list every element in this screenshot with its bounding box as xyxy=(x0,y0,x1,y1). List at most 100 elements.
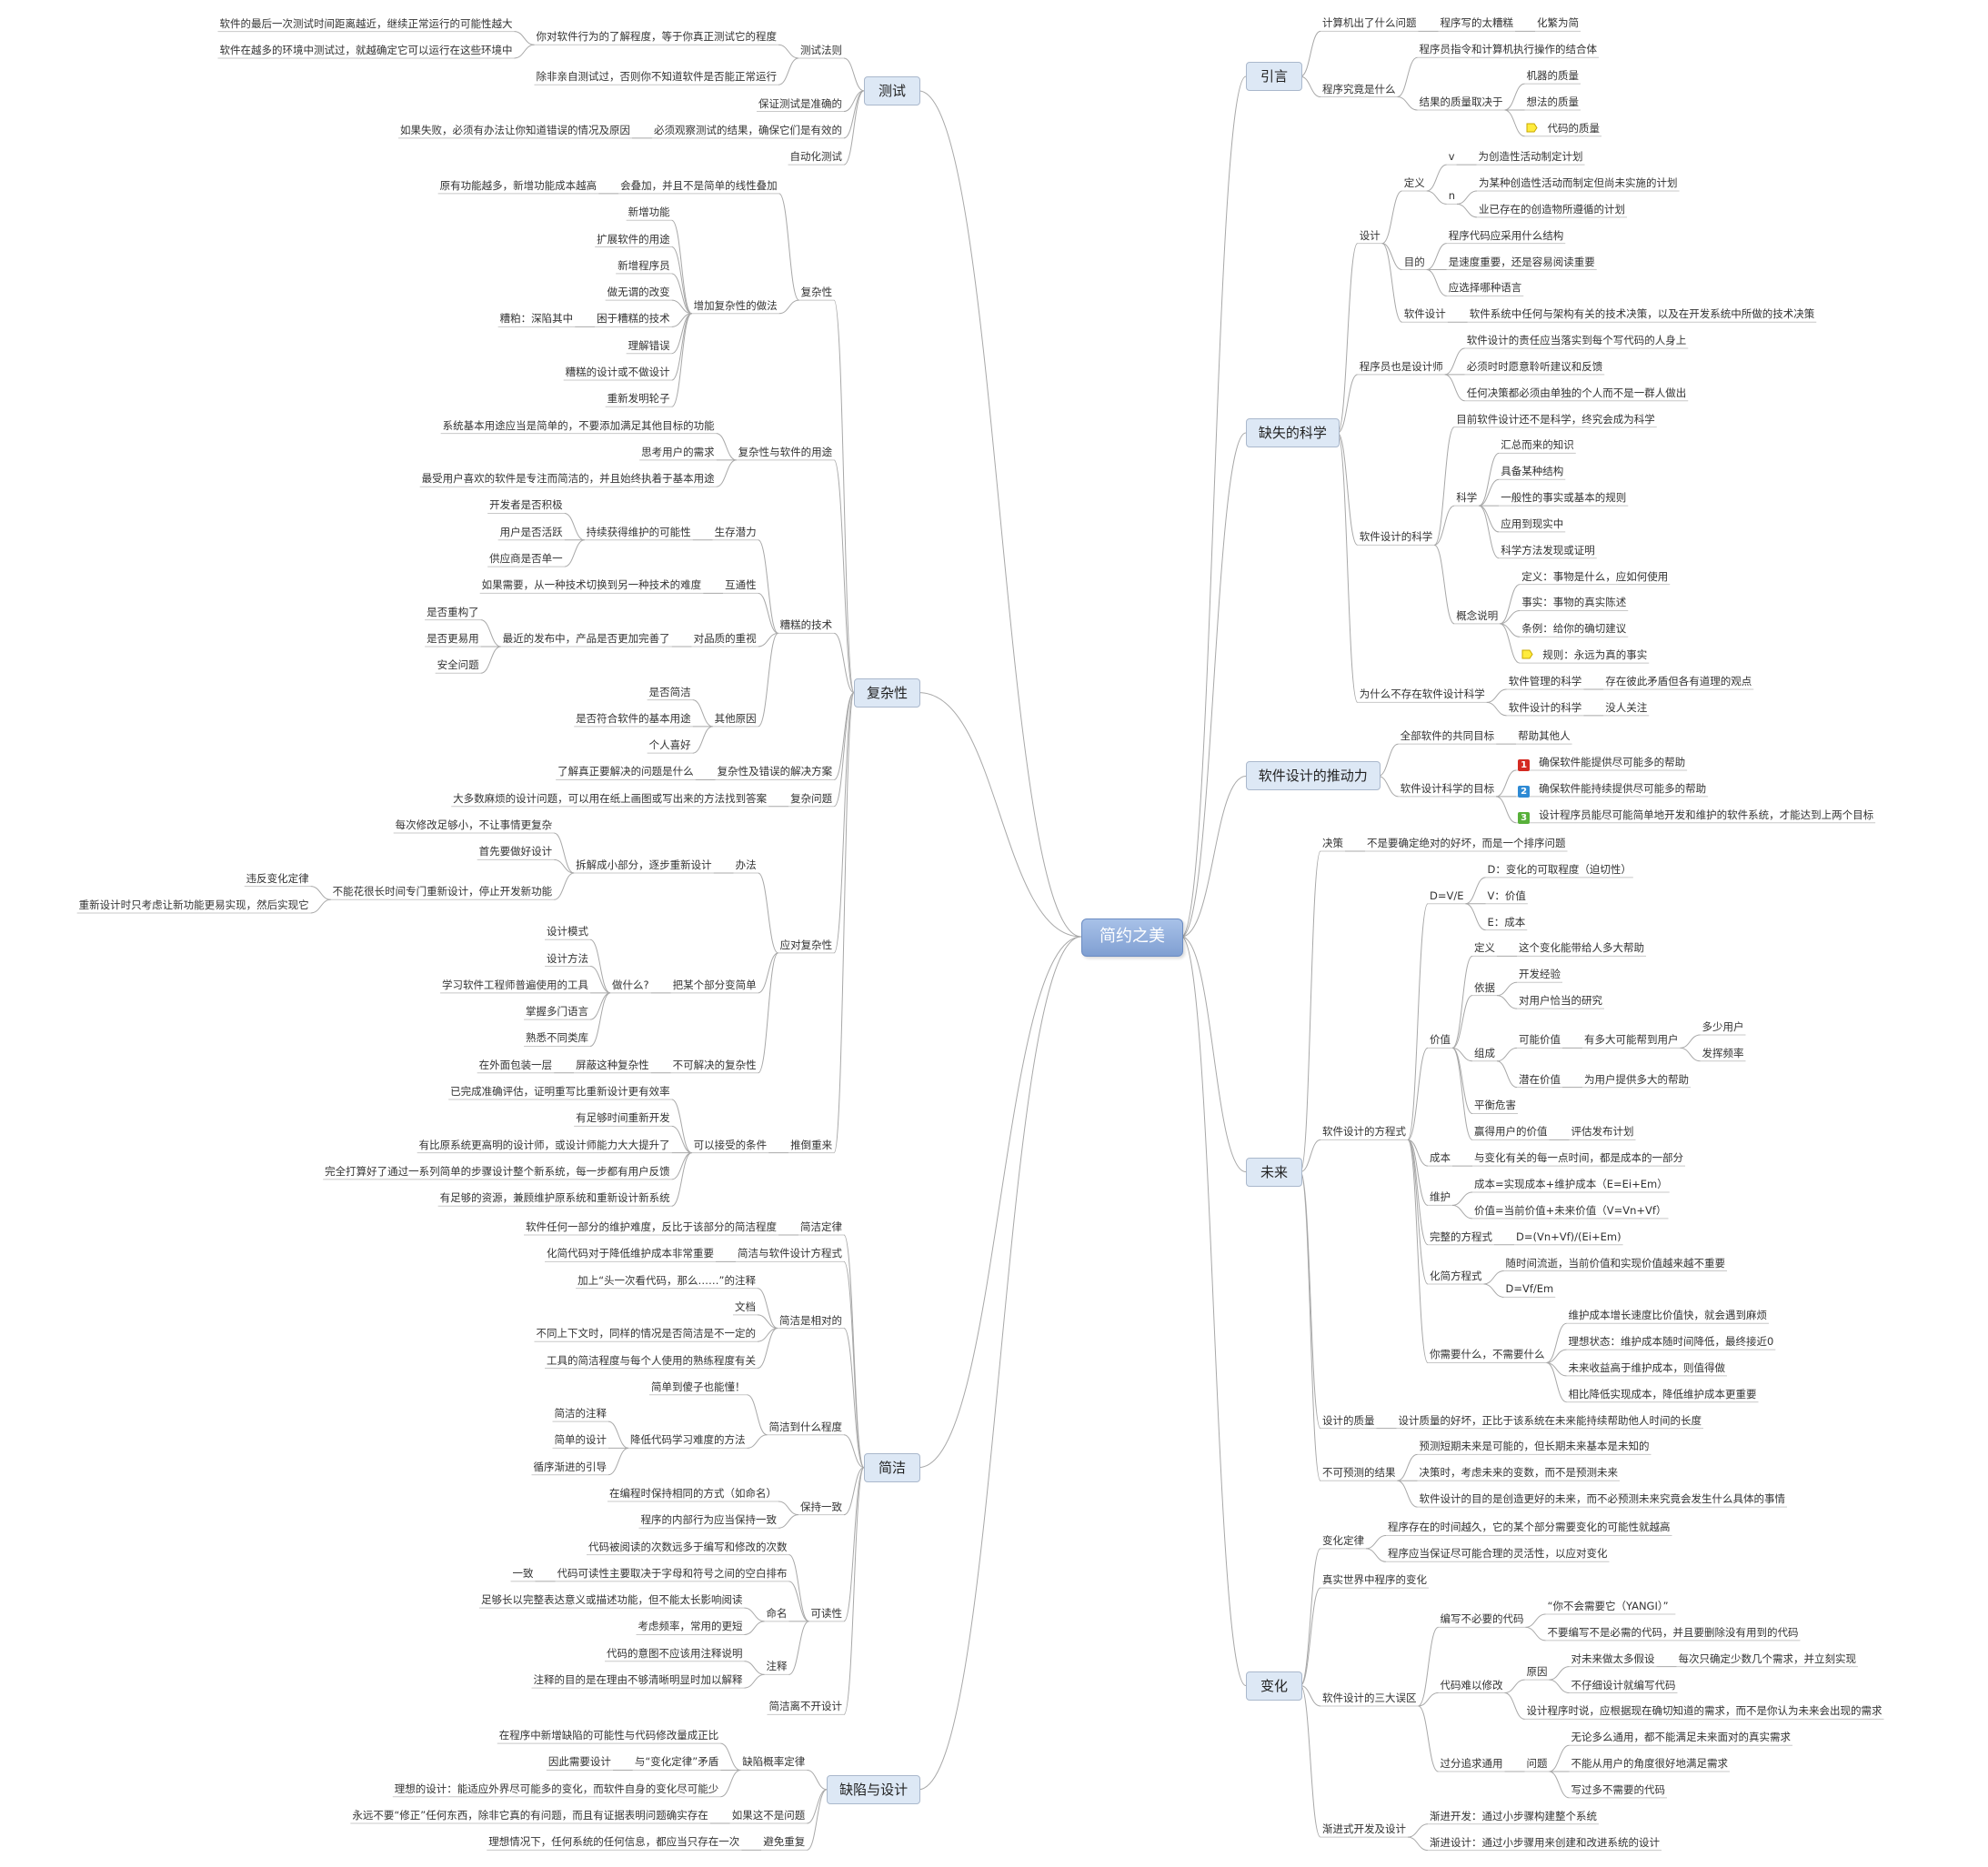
topic-node[interactable]: 帮助其他人 xyxy=(1518,729,1571,743)
topic-node[interactable]: 随时间流逝，当前价值和实现价值越来越不重要 xyxy=(1505,1257,1725,1270)
topic-node[interactable]: 无论多么通用，都不能满足未来面对的真实需求 xyxy=(1571,1731,1791,1744)
topic-node[interactable]: 持续获得维护的可能性 xyxy=(587,526,691,539)
topic-node[interactable]: 决策时，考虑未来的变数，而不是预测未来 xyxy=(1419,1466,1618,1480)
topic-node[interactable]: 程序代码应采用什么结构 xyxy=(1449,229,1564,243)
topic-node[interactable]: 程序究竟是什么 xyxy=(1322,83,1396,96)
topic-node[interactable]: 这个变化能带给人多大帮助 xyxy=(1519,941,1644,955)
topic-node[interactable]: 价值=当前价值+未来价值（V=Vn+Vf） xyxy=(1474,1204,1666,1218)
topic-node[interactable]: 评估发布计划 xyxy=(1571,1125,1633,1139)
topic-node[interactable]: 在外面包装一层 xyxy=(479,1059,553,1072)
topic-node[interactable]: 文档 xyxy=(735,1300,756,1314)
topic-node[interactable]: 软件设计的责任应当落实到每个写代码的人身上 xyxy=(1467,334,1687,347)
main-topic[interactable]: 简洁 xyxy=(864,1452,920,1482)
topic-node[interactable]: 加上“头一次看代码，那么……”的注释 xyxy=(577,1274,756,1288)
topic-node[interactable]: 软件的最后一次测试时间距离越近，继续正常运行的可能性越大 xyxy=(220,17,513,31)
topic-node[interactable]: 设计模式 xyxy=(547,925,588,939)
topic-node[interactable]: 价值 xyxy=(1430,1033,1451,1047)
topic-node[interactable]: 没人关注 xyxy=(1605,701,1647,715)
topic-node[interactable]: 汇总而来的知识 xyxy=(1501,438,1574,452)
topic-node[interactable]: 糟糕的设计或不做设计 xyxy=(566,366,670,379)
topic-node[interactable]: 理解错误 xyxy=(628,339,670,353)
main-topic[interactable]: 引言 xyxy=(1246,62,1302,92)
topic-node[interactable]: 理想状态：维护成本随时间降低，最终接近0 xyxy=(1568,1335,1773,1349)
topic-node[interactable]: 熟悉不同类库 xyxy=(526,1031,588,1045)
topic-node[interactable]: 一致 xyxy=(513,1567,534,1581)
topic-node[interactable]: 理想的设计：能适应外界尽可能多的变化，而软件自身的变化尽可能少 xyxy=(395,1782,719,1796)
topic-node[interactable]: 简单的设计 xyxy=(555,1433,607,1447)
topic-node[interactable]: 设计的质量 xyxy=(1322,1414,1375,1428)
topic-node[interactable]: 概念说明 xyxy=(1456,609,1498,623)
topic-node[interactable]: 不要编写不是必需的代码，并且要删除没有用到的代码 xyxy=(1547,1626,1798,1640)
topic-node[interactable]: 软件系统中任何与架构有关的技术决策，以及在开发系统中所做的技术决策 xyxy=(1470,307,1815,321)
topic-node[interactable]: 不是要确定绝对的好坏，而是一个排序问题 xyxy=(1367,837,1566,850)
topic-node[interactable]: 你对软件行为的了解程度，等于你真正测试它的程度 xyxy=(537,30,778,44)
topic-node[interactable]: 首先要做好设计 xyxy=(479,845,553,858)
topic-node[interactable]: 做什么? xyxy=(612,979,649,992)
topic-node[interactable]: 为创造性活动制定计划 xyxy=(1479,150,1583,164)
topic-node[interactable]: 命名 xyxy=(767,1607,788,1621)
main-topic[interactable]: 缺失的科学 xyxy=(1246,417,1340,447)
topic-node[interactable]: 最近的发布中，产品是否更加完善了 xyxy=(503,632,670,646)
main-topic[interactable]: 未来 xyxy=(1246,1157,1302,1187)
topic-node[interactable]: 了解真正要解决的问题是什么 xyxy=(557,765,694,778)
main-topic[interactable]: 变化 xyxy=(1246,1671,1302,1701)
main-topic[interactable]: 软件设计的推动力 xyxy=(1246,761,1381,791)
topic-node[interactable]: 潜在价值 xyxy=(1519,1073,1561,1087)
topic-node[interactable]: “你不会需要它（YANGI）” xyxy=(1547,1600,1668,1613)
topic-node[interactable]: 足够长以完整表达意义或描述功能，但不能太长影响阅读 xyxy=(481,1593,743,1607)
topic-node[interactable]: 软件设计的方程式 xyxy=(1322,1125,1406,1139)
topic-node[interactable]: 复杂性与软件的用途 xyxy=(738,446,833,459)
topic-node[interactable]: 理想情况下，任何系统的任何信息，都应当只存在一次 xyxy=(488,1835,739,1849)
topic-node[interactable]: 是否更易用 xyxy=(427,632,479,646)
topic-node[interactable]: 软件设计的三大误区 xyxy=(1322,1691,1417,1705)
topic-node[interactable]: 渐进设计：通过小步骤用来创建和改进系统的设计 xyxy=(1430,1836,1660,1850)
topic-node[interactable]: 与变化有关的每一点时间，都是成本的一部分 xyxy=(1474,1151,1683,1165)
topic-node[interactable]: 化简代码对于降低维护成本非常重要 xyxy=(547,1247,714,1260)
topic-node[interactable]: D：变化的可取程度（迫切性） xyxy=(1487,863,1631,877)
topic-node[interactable]: 多少用户 xyxy=(1702,1020,1743,1034)
topic-node[interactable]: 推倒重来 xyxy=(790,1139,832,1152)
topic-node[interactable]: 不同上下文时，同样的情况是否简洁是不一定的 xyxy=(537,1327,757,1340)
topic-node[interactable]: 渐进式开发及设计 xyxy=(1322,1822,1406,1836)
topic-node[interactable]: 设计程序时说，应根据现在确切知道的需求，而不是你认为未来会出现的需求 xyxy=(1526,1704,1882,1718)
topic-node[interactable]: 简单到傻子也能懂！ xyxy=(651,1380,746,1394)
topic-node[interactable]: 不能从用户的角度很好地满足需求 xyxy=(1571,1757,1728,1771)
topic-node[interactable]: 违反变化定律 xyxy=(246,872,309,886)
topic-node[interactable]: 一般性的事实或基本的规则 xyxy=(1501,491,1626,505)
topic-node[interactable]: 软件设计的目的是创造更好的未来，而不必预测未来究竟会发生什么具体的事情 xyxy=(1419,1492,1785,1506)
topic-node[interactable]: 自动化测试 xyxy=(790,150,843,164)
topic-node[interactable]: 组成 xyxy=(1474,1047,1495,1060)
topic-node[interactable]: 软件设计的科学 xyxy=(1360,530,1433,544)
topic-node[interactable]: 写过多不需要的代码 xyxy=(1571,1783,1665,1797)
topic-node[interactable]: 应对复杂性 xyxy=(780,939,833,952)
topic-node[interactable]: 互通性 xyxy=(725,578,757,592)
topic-node[interactable]: 对用户恰当的研究 xyxy=(1519,994,1602,1008)
topic-node[interactable]: 生存潜力 xyxy=(715,526,757,539)
topic-node[interactable]: 条例：给你的确切建议 xyxy=(1521,622,1626,636)
topic-node[interactable]: 渐进开发：通过小步骤构建整个系统 xyxy=(1430,1810,1597,1823)
topic-node[interactable]: 简洁的注释 xyxy=(555,1407,607,1420)
main-topic[interactable]: 测试 xyxy=(864,75,920,105)
topic-node[interactable]: 依据 xyxy=(1474,981,1495,995)
topic-node[interactable]: 永远不要“修正”任何东西，除非它真的有问题，而且有证据表明问题确实存在 xyxy=(352,1809,708,1822)
topic-node[interactable]: 你需要什么，不需要什么 xyxy=(1430,1348,1545,1361)
topic-node[interactable]: 糟糕的技术 xyxy=(780,618,833,632)
topic-node[interactable]: 必须时时愿意聆听建议和反馈 xyxy=(1467,360,1603,374)
topic-node[interactable]: 如果需要，从一种技术切换到另一种技术的难度 xyxy=(482,578,702,592)
topic-node[interactable]: 设计 xyxy=(1360,229,1381,243)
topic-node[interactable]: 化简方程式 xyxy=(1430,1270,1482,1283)
topic-node[interactable]: 代码可读性主要取决于字母和符号之间的空白排布 xyxy=(557,1567,788,1581)
topic-node[interactable]: 任何决策都必须由单独的个人而不是一群人做出 xyxy=(1467,386,1687,400)
topic-node[interactable]: 供应商是否单一 xyxy=(489,552,563,566)
topic-node[interactable]: 预测短期未来是可能的，但长期未来基本是未知的 xyxy=(1419,1440,1649,1453)
topic-node[interactable]: 工具的简洁程度与每个人使用的熟练程度有关 xyxy=(547,1354,756,1368)
topic-node[interactable]: 可以接受的条件 xyxy=(694,1139,768,1152)
topic-node[interactable]: 不能花很长时间专门重新设计，停止开发新功能 xyxy=(333,885,553,898)
topic-node[interactable]: 问题 xyxy=(1526,1757,1547,1771)
main-topic[interactable]: 缺陷与设计 xyxy=(827,1774,920,1804)
topic-node[interactable]: 软件设计科学的目标 xyxy=(1401,782,1495,796)
topic-node[interactable]: 复杂性及错误的解决方案 xyxy=(718,765,833,778)
topic-node[interactable]: 软件设计的科学 xyxy=(1509,701,1582,715)
topic-node[interactable]: 软件在越多的环境中测试过，就越确定它可以运行在这些环境中 xyxy=(220,44,513,57)
topic-node[interactable]: D=(Vn+Vf)/(Ei+Em) xyxy=(1516,1230,1622,1244)
